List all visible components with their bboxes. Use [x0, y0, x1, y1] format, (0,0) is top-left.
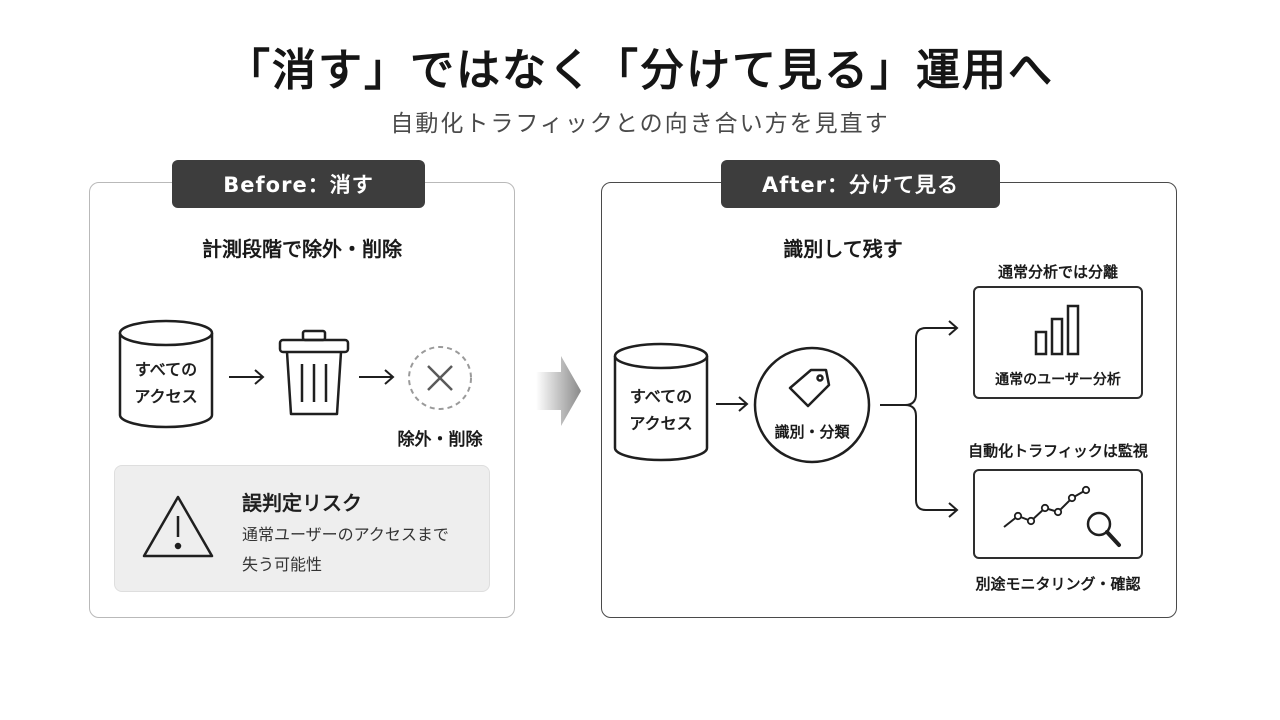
after-source-line-2: アクセス [629, 414, 693, 433]
branch1-heading: 通常分析では分離 [997, 263, 1118, 281]
page-title: 「消す」ではなく「分けて見る」運用へ [226, 45, 1054, 96]
after-source-line-1: すべての [629, 387, 693, 406]
risk-description: 通常ユーザーのアクセスまで 失う可能性 [242, 520, 482, 580]
risk-line-2: 失う可能性 [242, 555, 323, 574]
branch2-heading: 自動化トラフィックは監視 [968, 442, 1148, 460]
classify-label: 識別・分類 [774, 423, 850, 441]
branch2-caption: 別途モニタリング・確認 [975, 575, 1141, 593]
removed-label: 除外・削除 [397, 430, 483, 450]
transition-arrow [536, 356, 581, 426]
before-tag: Before：消す [172, 160, 425, 208]
risk-title: 誤判定リスク [242, 491, 362, 515]
branch1-caption: 通常のユーザー分析 [995, 372, 1121, 388]
page-subtitle: 自動化トラフィックとの向き合い方を見直す [390, 111, 890, 137]
monitoring-card [973, 469, 1143, 559]
before-source-label: すべての アクセス [120, 356, 212, 410]
before-source-line-1: すべての [134, 360, 198, 379]
before-heading: 計測段階で除外・削除 [202, 237, 402, 261]
after-heading: 識別して残す [783, 237, 903, 261]
before-source-line-2: アクセス [134, 387, 198, 406]
after-source-label: すべての アクセス [615, 383, 707, 437]
risk-line-1: 通常ユーザーのアクセスまで [242, 525, 449, 544]
after-tag: After：分けて見る [721, 160, 1000, 208]
